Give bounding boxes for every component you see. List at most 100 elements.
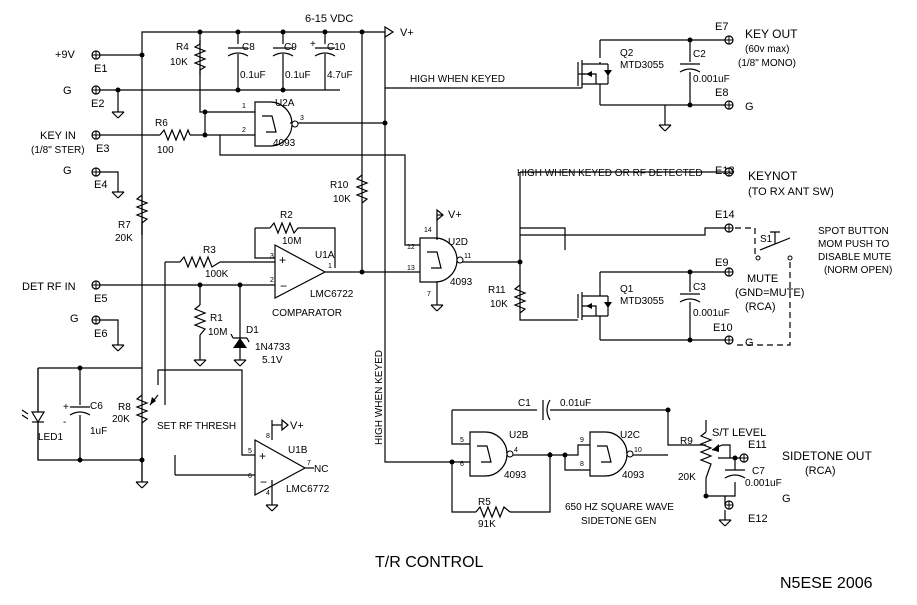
svg-text:5: 5 [460, 437, 464, 444]
resistor-r1 [193, 304, 207, 336]
nc-label: NC [314, 464, 328, 475]
svg-text:8: 8 [580, 461, 584, 468]
c3-label: C3 [693, 282, 706, 293]
labels: 6-15 VDC V+ V+ V+ +9V E1 G E2 KEY IN (1/… [22, 13, 892, 592]
c10-value: 4.7uF [327, 70, 353, 81]
r2-value: 10M [282, 236, 301, 247]
c9-label: C9 [284, 42, 297, 53]
r6-label: R6 [155, 118, 168, 129]
r8-value: 20K [112, 414, 130, 425]
e9-label: E9 [715, 257, 728, 269]
u2d-label: U2D [448, 237, 468, 248]
resistor-r3 [179, 255, 221, 269]
nand-gate-u2d [419, 237, 464, 283]
c8-label: C8 [242, 42, 255, 53]
keyout-sub1-label: (60v max) [745, 44, 789, 55]
c6-label: C6 [90, 401, 103, 412]
wiring [37, 31, 791, 520]
nand-gate-u2a [240, 101, 299, 147]
pushbutton-s1 [754, 228, 793, 261]
oscillator-note-1: 650 HZ SQUARE WAVE [565, 502, 674, 513]
resistor-r6 [159, 128, 191, 142]
svg-text:+: + [310, 39, 316, 50]
mosfet-q2 [577, 58, 612, 90]
keyin-sub-label: (1/8" STER) [31, 145, 85, 156]
capacitors [69, 47, 746, 479]
q2-label: Q2 [620, 48, 634, 59]
resistor-r10 [355, 174, 369, 204]
svg-text:-: - [63, 417, 66, 428]
spot-note-4: (NORM OPEN) [824, 265, 892, 276]
svg-text:2: 2 [270, 277, 274, 284]
svg-text:+: + [279, 253, 286, 267]
led1-label: LED1 [38, 432, 63, 443]
high-when-keyed-vertical-label: HIGH WHEN KEYED [374, 350, 385, 445]
svg-text:−: − [260, 475, 267, 489]
e14-label: E14 [715, 209, 735, 221]
e11-label: E11 [748, 439, 767, 451]
u2d-vplus-label: V+ [448, 209, 462, 221]
resistor-r4 [193, 40, 207, 75]
mute-sub2-label: (RCA) [745, 301, 776, 313]
q1-label: Q1 [620, 284, 634, 295]
c1-label: C1 [518, 398, 531, 409]
detrf-label: DET RF IN [22, 281, 76, 293]
svg-text:7: 7 [427, 291, 431, 298]
resistors [135, 40, 713, 519]
svg-text:14: 14 [424, 227, 432, 234]
e5-label: E5 [94, 293, 107, 305]
zener-diode-d1 [230, 333, 250, 348]
c6-value: 1uF [90, 426, 107, 437]
e4-label: E4 [94, 179, 107, 191]
resistor-r7 [135, 194, 149, 235]
r11-label: R11 [488, 285, 506, 296]
vplus-arrows [272, 25, 444, 432]
nand-gate-u2b [469, 431, 520, 477]
resistor-r8 [135, 394, 149, 470]
u1a-note: COMPARATOR [272, 308, 342, 319]
opamp-u1b: + − [254, 438, 307, 497]
u2b-part: 4093 [504, 470, 527, 481]
r4-label: R4 [176, 42, 189, 53]
mosfet-q1 [575, 290, 612, 321]
oscillator-note-2: SIDETONE GEN [581, 516, 656, 527]
vplus-label: V+ [400, 27, 414, 39]
g2-label: G [63, 165, 72, 177]
g4-label: G [745, 101, 754, 113]
high-when-keyed-label: HIGH WHEN KEYED [410, 74, 505, 85]
d1-voltage: 5.1V [262, 355, 283, 366]
led-d1-icon [21, 368, 46, 460]
resistor-r9 [699, 431, 713, 479]
svg-text:6: 6 [248, 473, 252, 480]
svg-text:3: 3 [270, 253, 274, 260]
svg-text:7: 7 [307, 460, 311, 467]
u1b-part: LMC6772 [286, 484, 330, 495]
r10-label: R10 [330, 180, 349, 191]
u1a-label: U1A [315, 250, 335, 261]
plus9v-label: +9V [55, 49, 76, 61]
e6-label: E6 [94, 328, 107, 340]
mute-label: MUTE [747, 273, 778, 285]
resistor-r11 [513, 284, 527, 314]
svg-text:10: 10 [634, 447, 642, 454]
u2c-part: 4093 [622, 470, 645, 481]
svg-text:1: 1 [242, 103, 246, 110]
c3-value: 0.001uF [693, 308, 730, 319]
svg-text:+: + [63, 402, 69, 413]
r5-label: R5 [478, 497, 491, 508]
keyin-label: KEY IN [40, 130, 76, 142]
u2d-part: 4093 [450, 277, 473, 288]
keynot-sub-label: (TO RX ANT SW) [748, 186, 834, 198]
svg-text:13: 13 [407, 265, 415, 272]
c7-value: 0.001uF [745, 478, 782, 489]
r1-label: R1 [210, 313, 223, 324]
e13-label: E13 [715, 165, 735, 177]
spot-note-1: SPOT BUTTON [818, 226, 889, 237]
u2a-label: U2A [275, 98, 295, 109]
author-credit: N5ESE 2006 [780, 575, 873, 592]
mute-sub1-label: (GND=MUTE) [735, 287, 804, 299]
spot-note-2: MOM PUSH TO [818, 239, 890, 250]
svg-text:11: 11 [464, 253, 471, 260]
c10-label: C10 [327, 42, 346, 53]
